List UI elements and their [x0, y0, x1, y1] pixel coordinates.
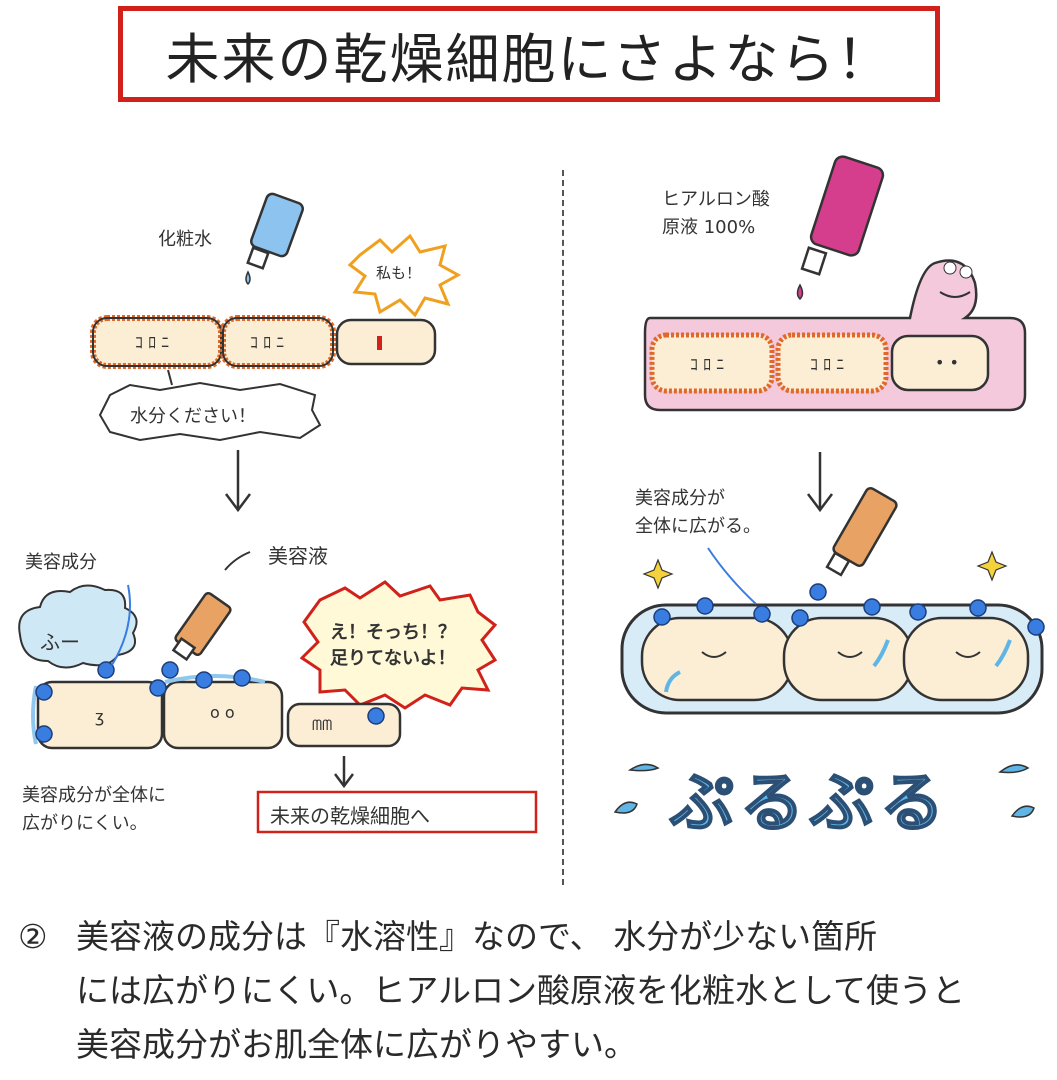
not-enough-label: え！そっち！？足りてないよ！: [330, 622, 456, 669]
ingredient-dots-left: [35, 661, 385, 743]
toner-label: 化粧水: [158, 229, 212, 250]
me-too-label: 私も！: [376, 264, 422, 282]
svg-text:ᗰᗰ: ᗰᗰ: [312, 718, 332, 734]
ingredient-pointer-right: [707, 547, 757, 605]
toner-bottle-icon: [245, 192, 304, 286]
puff-label: ふー: [40, 630, 80, 654]
result-label: 未来の乾燥細胞へ: [270, 804, 430, 828]
svg-text:• •: • •: [935, 353, 959, 372]
left-caption: 美容成分が全体に 広がりにくい。: [22, 785, 166, 834]
puru-label: ぷるぷる: [669, 766, 950, 842]
arrow-down-left: [225, 450, 251, 513]
arrow-down-result: [334, 756, 354, 789]
me-too-burst: [347, 233, 462, 318]
ha-envelope: ｺ ﾛ ﾆ ｺ ﾛ ﾆ • •: [643, 259, 1027, 412]
hyaluronic-label: ヒアルロン酸 原液 100%: [662, 189, 770, 238]
svg-text:ʒ: ʒ: [95, 707, 104, 726]
result-box: [256, 790, 538, 834]
spread-label: 美容成分が 全体に広がる。: [635, 488, 761, 537]
dry-cell-row-top: ｺ ﾛ ﾆ ｺ ﾛ ﾆ: [90, 315, 437, 369]
arrow-down-right: [807, 452, 833, 513]
ingredient-dots-right: [653, 583, 1045, 636]
plump-cell-row: [620, 603, 1044, 715]
svg-text:ｺ ﾛ ﾆ: ｺ ﾛ ﾆ: [690, 355, 724, 374]
svg-text:ｺ ﾛ ﾆ: ｺ ﾛ ﾆ: [250, 333, 284, 352]
water-request-label: 水分ください！: [130, 406, 256, 427]
sparkle-icons: [642, 550, 1008, 590]
ingredient-pointer-left: [111, 584, 131, 666]
page-title: 未来の乾燥細胞にさよなら！: [165, 27, 893, 91]
serum-tube-icon: [171, 551, 251, 662]
serum-label: 美容液: [268, 544, 328, 568]
center-divider: [562, 170, 564, 885]
water-request-bubble: [98, 369, 322, 442]
explanation-line-3: 美容成分がお肌全体に広がりやすい。: [76, 1025, 637, 1064]
water-drop-icons: [613, 763, 1035, 818]
explanation-line-2: には広がりにくい。ヒアルロン酸原液を化粧水として使うと: [76, 971, 966, 1010]
svg-text:ｺ ﾛ ﾆ: ｺ ﾛ ﾆ: [135, 333, 169, 352]
step-number: ②: [18, 917, 48, 956]
title-frame: 未来の乾燥細胞にさよなら！: [118, 6, 940, 102]
hyaluronic-bottle-icon: [796, 155, 885, 301]
ingredient-label-left: 美容成分: [25, 552, 97, 573]
svg-text:o o: o o: [210, 703, 235, 722]
puff-cloud: [18, 584, 138, 669]
not-enough-burst: [299, 580, 498, 710]
serum-tube-right-icon: [825, 487, 898, 577]
svg-text:ｺ ﾛ ﾆ: ｺ ﾛ ﾆ: [810, 355, 844, 374]
